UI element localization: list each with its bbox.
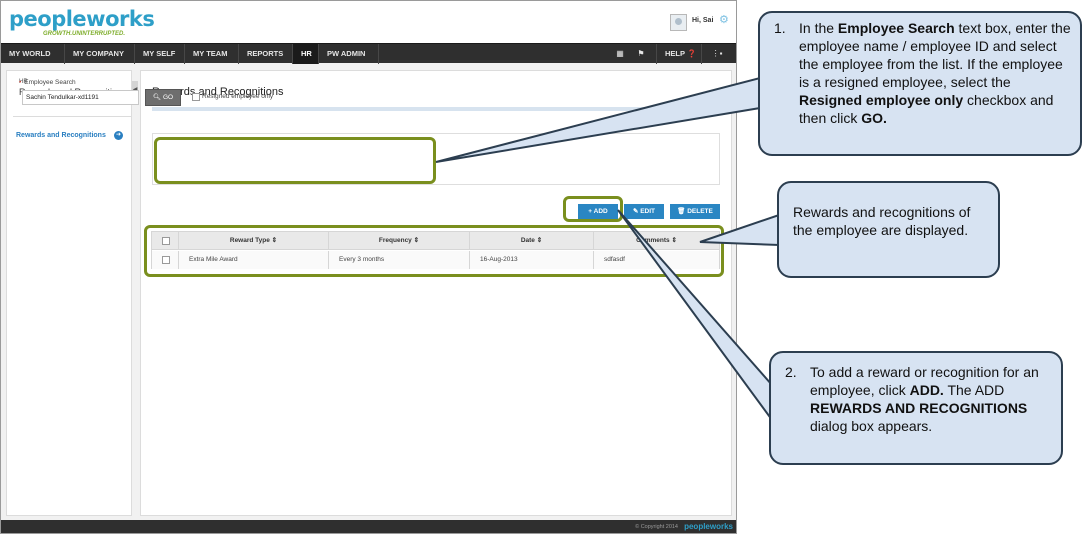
flag-icon[interactable]: ⚑ [637, 49, 645, 58]
grid-select-all-cell [152, 232, 179, 250]
sidebar-item-rewards[interactable]: Rewards and Recognitions [16, 132, 106, 139]
logo-text: peopleworks [9, 7, 155, 31]
employee-search-label-text: Employee Search [24, 79, 76, 86]
column-frequency-label: Frequency [378, 237, 412, 244]
logo-tagline: GROWTH.UNINTERRUPTED. [43, 31, 125, 37]
resigned-only-label: Resigned employee only [202, 93, 274, 100]
rewards-grid: Reward Type ⇕ Frequency ⇕ Date ⇕ Comment… [151, 231, 720, 269]
callout-1-part: text box, enter the employee name / empl… [799, 20, 1071, 90]
column-header-date[interactable]: Date ⇕ [470, 232, 594, 250]
search-icon: 🔍︎ [152, 94, 163, 101]
column-reward-type-label: Reward Type [229, 237, 270, 244]
nav-my-self[interactable]: MY SELF [135, 44, 185, 64]
cell-comments: sdfasdf [604, 256, 625, 263]
callout-3-part: dialog box appears. [810, 418, 933, 434]
add-button-highlight [563, 196, 623, 222]
arrow-right-icon[interactable]: ➜ [114, 131, 123, 140]
nav-my-team[interactable]: MY TEAM [185, 44, 239, 64]
callout-grid-info: Rewards and recognitions of the employee… [777, 181, 1000, 278]
plus-icon: + [588, 208, 594, 215]
employee-search-input[interactable] [22, 90, 139, 105]
nav-my-company[interactable]: MY COMPANY [65, 44, 135, 64]
help-label: HELP [665, 49, 685, 58]
callout-3-text: To add a reward or recognition for an em… [810, 363, 1056, 435]
go-label: GO [162, 94, 174, 101]
row-select-cell [152, 251, 179, 269]
sort-icon: ⇕ [536, 237, 543, 244]
app-footer: © Copyright 2014 peopleworks [1, 520, 736, 533]
callout-1-bold: GO. [861, 110, 887, 126]
callout-3-part: The ADD [943, 382, 1005, 398]
help-circle-icon: ❓ [686, 49, 697, 58]
trash-icon: 🗑︎ [677, 208, 688, 215]
resigned-only-checkbox[interactable] [192, 93, 200, 101]
add-button[interactable]: + ADD [578, 204, 618, 219]
sidebar: HR Rewards and Recognitions Rewards and … [6, 70, 132, 516]
delete-label: DELETE [687, 208, 713, 215]
delete-button[interactable]: 🗑︎ DELETE [670, 204, 720, 219]
column-header-reward-type[interactable]: Reward Type ⇕ [179, 232, 329, 250]
sidebar-section-label: HR [19, 79, 28, 85]
edit-button[interactable]: ✎ EDIT [624, 204, 664, 219]
grid-highlight [144, 225, 724, 277]
nav-my-world[interactable]: MY WORLD [1, 44, 65, 64]
copyright-text: © Copyright 2014 [635, 524, 678, 530]
book-icon[interactable]: ▦ [616, 49, 624, 58]
callout-1-bold: Employee Search [837, 20, 955, 36]
callout-2-text: Rewards and recognitions of the employee… [793, 204, 971, 238]
help-menu[interactable]: HELP ❓ [656, 44, 702, 64]
employee-search-label: •Employee Search [19, 79, 76, 86]
user-greeting: Hi, Sai [692, 17, 714, 24]
title-divider [152, 107, 722, 111]
cell-reward-type: Extra Mile Award [179, 251, 329, 269]
nav-reports[interactable]: REPORTS [239, 44, 293, 64]
gear-icon[interactable]: ⚙ [719, 14, 729, 26]
avatar[interactable] [670, 14, 687, 31]
cell-frequency: Every 3 months [329, 251, 470, 269]
nav-pw-admin[interactable]: PW ADMIN [319, 44, 379, 64]
column-date-label: Date [520, 237, 535, 244]
page-title: Rewards and Recognitions [152, 86, 284, 98]
callout-1-text: In the Employee Search text box, enter t… [799, 19, 1075, 127]
cell-date: 16-Aug-2013 [470, 251, 594, 269]
sitemap-icon[interactable]: ⋮▪ [711, 49, 723, 58]
callout-3-number: 2. [785, 364, 797, 380]
edit-label: EDIT [640, 208, 656, 215]
footer-logo: peopleworks [684, 522, 733, 531]
callout-step-1: 1. In the Employee Search text box, ente… [758, 11, 1082, 156]
nav-hr[interactable]: HR [293, 44, 319, 64]
main-nav: MY WORLD MY COMPANY MY SELF MY TEAM REPO… [1, 43, 736, 64]
callout-1-part: In the [799, 20, 838, 36]
sidebar-divider [13, 116, 131, 117]
row-checkbox[interactable] [162, 256, 170, 264]
callout-1-part: checkbox and then click [799, 92, 1054, 126]
add-label: ADD [593, 208, 608, 215]
grid-header-row: Reward Type ⇕ Frequency ⇕ Date ⇕ Comment… [152, 232, 719, 250]
sort-icon: ⇕ [271, 237, 278, 244]
callout-1-number: 1. [774, 20, 786, 36]
search-highlight [154, 137, 436, 184]
callout-3-part: To add a reward or recognition for an em… [810, 364, 1039, 398]
logo[interactable]: peopleworks GROWTH.UNINTERRUPTED. [9, 7, 155, 37]
callout-3-bold: ADD. [909, 382, 944, 398]
app-header: peopleworks GROWTH.UNINTERRUPTED. Hi, Sa… [1, 1, 736, 43]
table-row[interactable]: Extra Mile Award Every 3 months 16-Aug-2… [152, 251, 719, 269]
go-button[interactable]: 🔍︎ GO [145, 89, 181, 106]
sort-icon: ⇕ [413, 237, 420, 244]
callout-1-bold: Resigned employee only [799, 92, 964, 108]
select-all-checkbox[interactable] [162, 237, 170, 245]
column-header-frequency[interactable]: Frequency ⇕ [329, 232, 470, 250]
callout-3-bold: REWARDS AND RECOGNITIONS [810, 400, 1028, 416]
callout-step-2: 2. To add a reward or recognition for an… [769, 351, 1063, 465]
